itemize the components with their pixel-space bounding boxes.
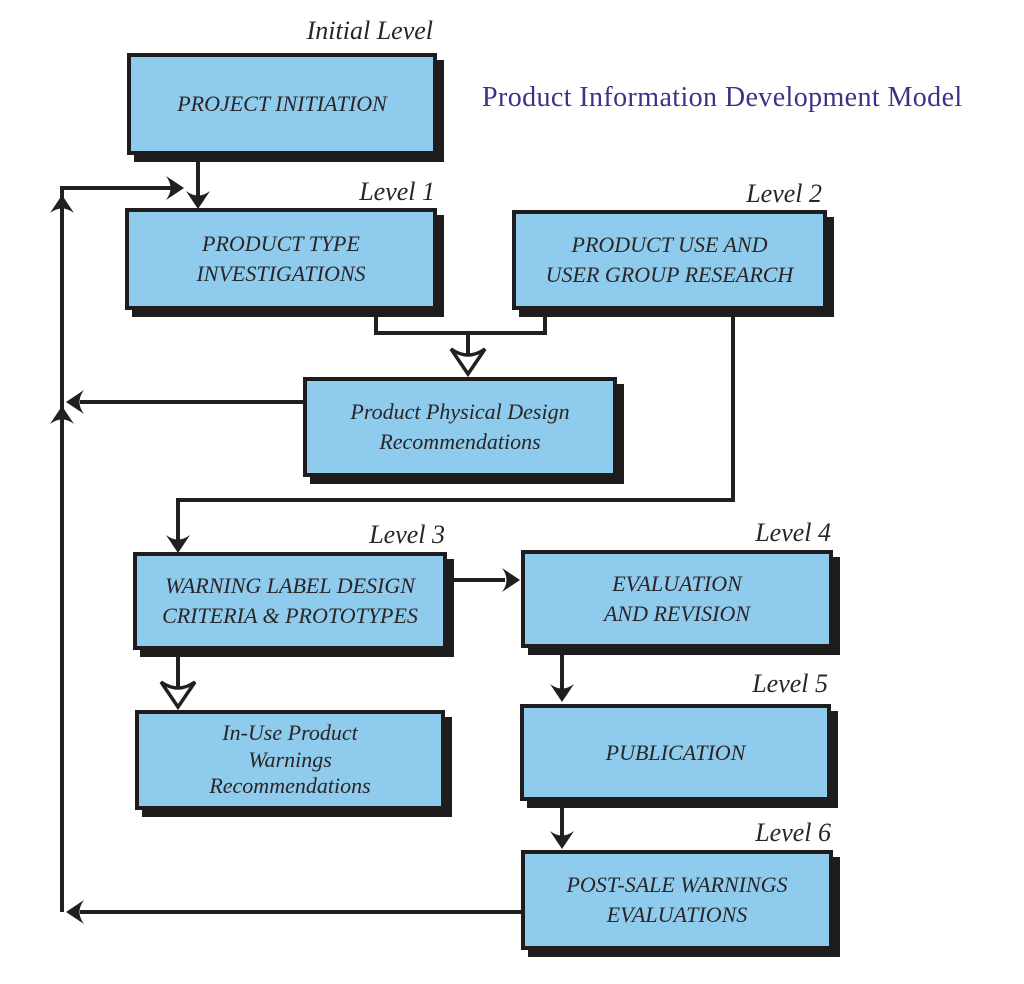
- node-product-physical-design-recommendations: Product Physical Design Recommendations: [303, 377, 617, 477]
- arrow-merge-to-physical-design: [374, 310, 547, 378]
- arrow-warning-label-to-in-use: [159, 650, 197, 711]
- node-publication: PUBLICATION: [520, 704, 831, 801]
- feedback-physical-design-to-trunk: [66, 390, 303, 414]
- arrow-warning-label-to-evaluation: [447, 568, 520, 592]
- level-label-6: Level 6: [755, 818, 831, 847]
- arrow-evaluation-to-publication: [550, 648, 574, 702]
- node-product-type-investigations: PRODUCT TYPE INVESTIGATIONS: [125, 208, 437, 310]
- level-label-2: Level 2: [746, 179, 822, 208]
- level-label-1: Level 1: [359, 177, 435, 206]
- level-label-4: Level 4: [755, 518, 831, 547]
- diagram-title: Product Information Development Model: [482, 82, 963, 113]
- node-project-initiation: PROJECT INITIATION: [127, 53, 437, 155]
- level-label-initial: Initial Level: [306, 16, 433, 45]
- node-evaluation-and-revision: EVALUATION AND REVISION: [521, 550, 833, 648]
- node-in-use-product-warnings-recommendations: In-Use Product Warnings Recommendations: [135, 710, 445, 810]
- level-label-5: Level 5: [752, 669, 828, 698]
- node-warning-label-design-criteria-prototypes: WARNING LABEL DESIGN CRITERIA & PROTOTYP…: [133, 552, 447, 650]
- level-label-3: Level 3: [369, 520, 445, 549]
- node-post-sale-warnings-evaluations: POST-SALE WARNINGS EVALUATIONS: [521, 850, 833, 950]
- arrow-publication-to-post-sale: [550, 801, 574, 849]
- arrow-project-initiation-to-product-type: [186, 155, 210, 209]
- node-product-use-user-group-research: PRODUCT USE AND USER GROUP RESEARCH: [512, 210, 827, 310]
- feedback-post-sale-to-trunk: [66, 900, 521, 924]
